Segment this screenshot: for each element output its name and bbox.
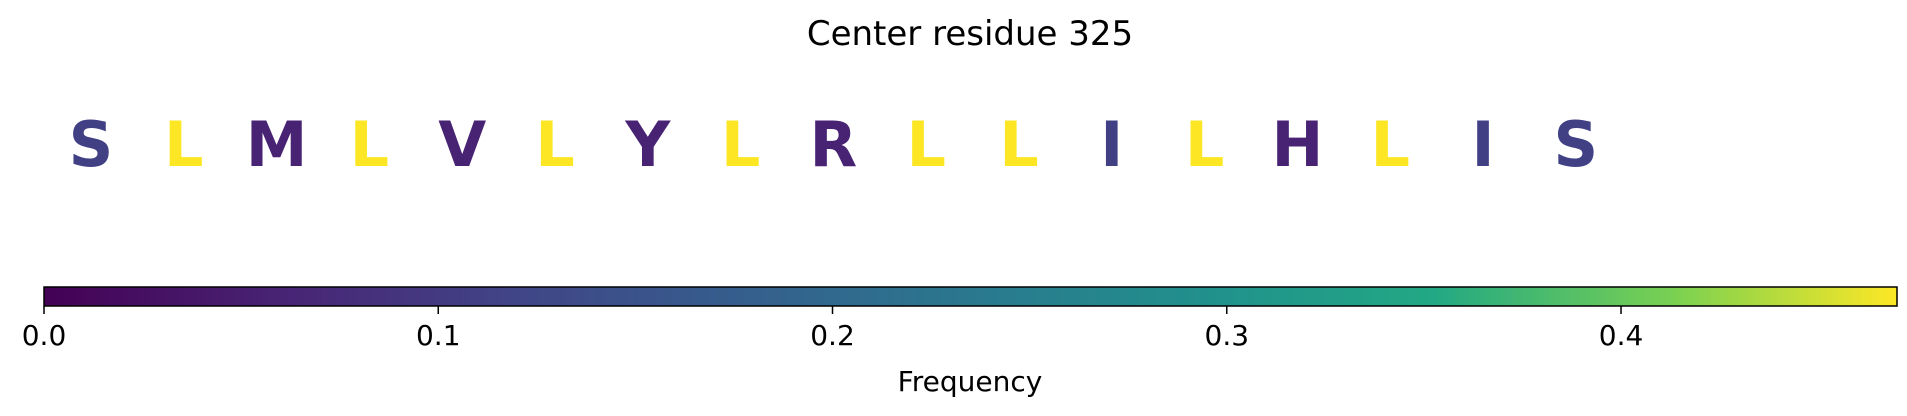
colorbar-gradient bbox=[44, 287, 1897, 306]
colorbar: 0.0 0.1 0.2 0.3 0.4 Frequency bbox=[22, 286, 1898, 398]
residue-letter: H bbox=[1271, 108, 1323, 181]
colorbar-label: Frequency bbox=[898, 365, 1043, 398]
residue-letter: S bbox=[1553, 108, 1598, 181]
colorbar-ticks: 0.0 0.1 0.2 0.3 0.4 bbox=[22, 306, 1644, 352]
colorbar-tick-label: 0.3 bbox=[1205, 319, 1250, 352]
residue-letter: Y bbox=[624, 108, 671, 181]
residue-letter: L bbox=[999, 108, 1039, 181]
residue-letter: L bbox=[721, 108, 761, 181]
residue-letter: R bbox=[810, 108, 858, 181]
residue-letter: L bbox=[164, 108, 204, 181]
colorbar-frame bbox=[43, 286, 1898, 307]
residue-letter: L bbox=[535, 108, 575, 181]
residue-letter: V bbox=[438, 108, 486, 181]
colorbar-tick-label: 0.0 bbox=[22, 319, 67, 352]
residue-letter: L bbox=[1185, 108, 1225, 181]
residue-letter: M bbox=[246, 108, 308, 181]
colorbar-tick-label: 0.4 bbox=[1599, 319, 1644, 352]
residue-letter: L bbox=[906, 108, 946, 181]
residue-letter: S bbox=[69, 108, 114, 181]
colorbar-tick-label: 0.1 bbox=[416, 319, 461, 352]
chart-title: Center residue 325 bbox=[806, 14, 1134, 54]
residue-letter: L bbox=[1370, 108, 1410, 181]
residue-letter: I bbox=[1100, 108, 1123, 181]
residue-letter: L bbox=[350, 108, 390, 181]
colorbar-tick-label: 0.2 bbox=[810, 319, 855, 352]
residue-letter: I bbox=[1471, 108, 1494, 181]
